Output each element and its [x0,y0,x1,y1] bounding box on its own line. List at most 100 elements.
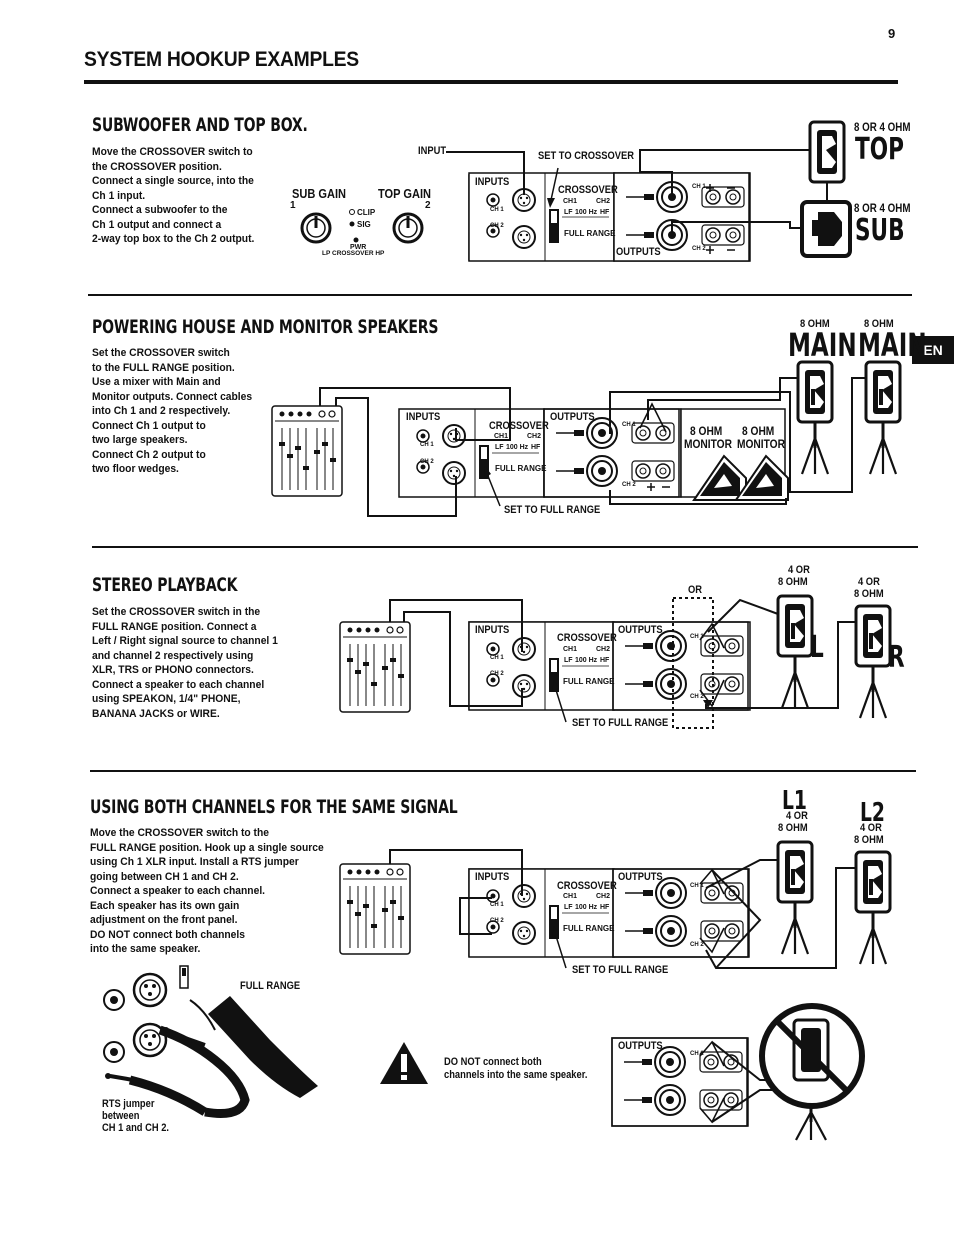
ch-2-label: CH 2 [490,223,504,229]
title-rule [84,80,898,84]
clip-label: CLIP [357,208,376,217]
l-label: L [810,630,824,665]
crossover-label: CROSSOVER [489,420,549,432]
ch-2-output-label: CH 2 [622,482,636,488]
same-signal-diagram [103,840,892,1141]
ch-1-output-label: CH 1 [690,883,704,889]
rts-jumper-label: RTS jumper between CH 1 and CH 2. [102,1098,170,1134]
ch-2-output-label: CH 2 [690,694,704,700]
full-range-label: FULL RANGE [563,677,615,686]
inputs-label: INPUTS [406,411,441,423]
ch-1-label: CH 1 [490,655,504,661]
main-ohm-2-label: 8 OHM [864,318,894,330]
ch2-label: CH2 [596,646,611,653]
lf-label: LF [564,904,573,911]
lp-crossover-hp-label: LP CROSSOVER HP [322,250,385,257]
warning-icon [380,1042,428,1084]
set-to-crossover-label: SET TO CROSSOVER [538,150,634,162]
section-title-stereo: STEREO PLAYBACK [92,574,238,596]
l-ohm-2-label: 8 OHM [778,576,808,588]
top-ohm-label: 8 OR 4 OHM [854,122,911,134]
hf-label: HF [531,444,541,451]
monitor-ohm-2-label: 8 OHM [742,424,775,438]
l1-speaker-icon [776,840,814,956]
sub-gain-label: SUB GAIN [292,186,347,201]
rts-jumper-cable-icon [105,996,318,1118]
full-range-label: FULL RANGE [495,464,547,473]
ch-2-label: CH 2 [420,459,434,465]
or-label: OR [688,584,703,596]
ch-1-label: CH 1 [490,902,504,908]
section-title-same-signal: USING BOTH CHANNELS FOR THE SAME SIGNAL [90,796,458,818]
freq-label: 100 Hz [575,209,598,216]
main-1-label: MAIN [788,326,857,364]
ch-2-label: CH 2 [490,918,504,924]
inputs-label: INPUTS [475,624,510,636]
full-range-label: FULL RANGE [564,229,616,238]
outputs-label: OUTPUTS [618,1040,663,1052]
set-to-full-range-label: SET TO FULL RANGE [504,504,601,516]
ch-1-output-label: CH 1 [622,422,636,428]
inputs-label: INPUTS [475,176,510,188]
ch-1-label: CH 1 [490,207,504,213]
l2-ohm-1-label: 4 OR [860,822,882,834]
sub-label: SUB [855,213,905,248]
left-speaker-icon [776,594,814,710]
right-speaker-icon [854,604,892,720]
hf-label: HF [600,209,610,216]
lf-label: LF [564,209,573,216]
ch1-label: CH1 [563,893,578,900]
outputs-label: OUTPUTS [618,871,663,883]
top-gain-knob-icon [392,212,424,244]
ch1-label: CH1 [563,646,578,653]
ch-1-output-label: CH 1 [690,634,704,640]
page-title: SYSTEM HOOKUP EXAMPLES [84,48,359,71]
ch-1-output-label: CH 1 [692,184,706,190]
lf-label: LF [495,444,504,451]
main-speaker-icon [864,360,902,476]
prohibited-speaker-icon [759,1003,865,1141]
r-ohm-1-label: 4 OR [858,576,880,588]
r-ohm-2-label: 8 OHM [854,588,884,600]
outputs-label: OUTPUTS [618,624,663,636]
knob-2-label: 2 [425,200,431,211]
section-divider [90,770,916,772]
outputs-label: OUTPUTS [616,246,661,258]
mixer-icon [271,405,343,497]
xlr-connector-icon [103,965,189,1063]
main-speaker-icon [796,360,834,476]
ch-2-output-label: CH 2 [690,942,704,948]
crossover-label: CROSSOVER [558,184,618,196]
monitor-ohm-1-label: 8 OHM [690,424,723,438]
ch1-label: CH1 [494,433,509,440]
main-ohm-1-label: 8 OHM [800,318,830,330]
page-number: 9 [888,26,896,41]
monitor-1-label: MONITOR [684,437,732,451]
l-ohm-1-label: 4 OR [788,564,810,576]
freq-label: 100 Hz [575,904,598,911]
crossover-label: CROSSOVER [557,880,617,892]
full-range-label: FULL RANGE [563,924,615,933]
sig-label: SIG [357,220,371,229]
ch1-label: CH1 [563,198,578,205]
section-title-house: POWERING HOUSE AND MONITOR SPEAKERS [92,316,439,338]
ch-1-output-label: CH 1 [690,1051,704,1057]
outputs-label: OUTPUTS [550,411,595,423]
house-diagram [271,360,902,517]
input-label: INPUT [418,145,447,157]
l1-ohm-2-label: 8 OHM [778,822,808,834]
monitor-2-label: MONITOR [737,437,785,451]
section-divider [92,546,918,548]
l2-label: L2 [860,798,885,828]
sub-ohm-label: 8 OR 4 OHM [854,203,911,215]
stereo-diagram [339,594,892,729]
set-to-full-range-label: SET TO FULL RANGE [572,964,669,976]
warning-text: DO NOT connect both channels into the sa… [444,1056,588,1081]
sub-top-diagram [300,120,852,262]
language-badge: EN [912,336,954,364]
ch-1-label: CH 1 [420,442,434,448]
